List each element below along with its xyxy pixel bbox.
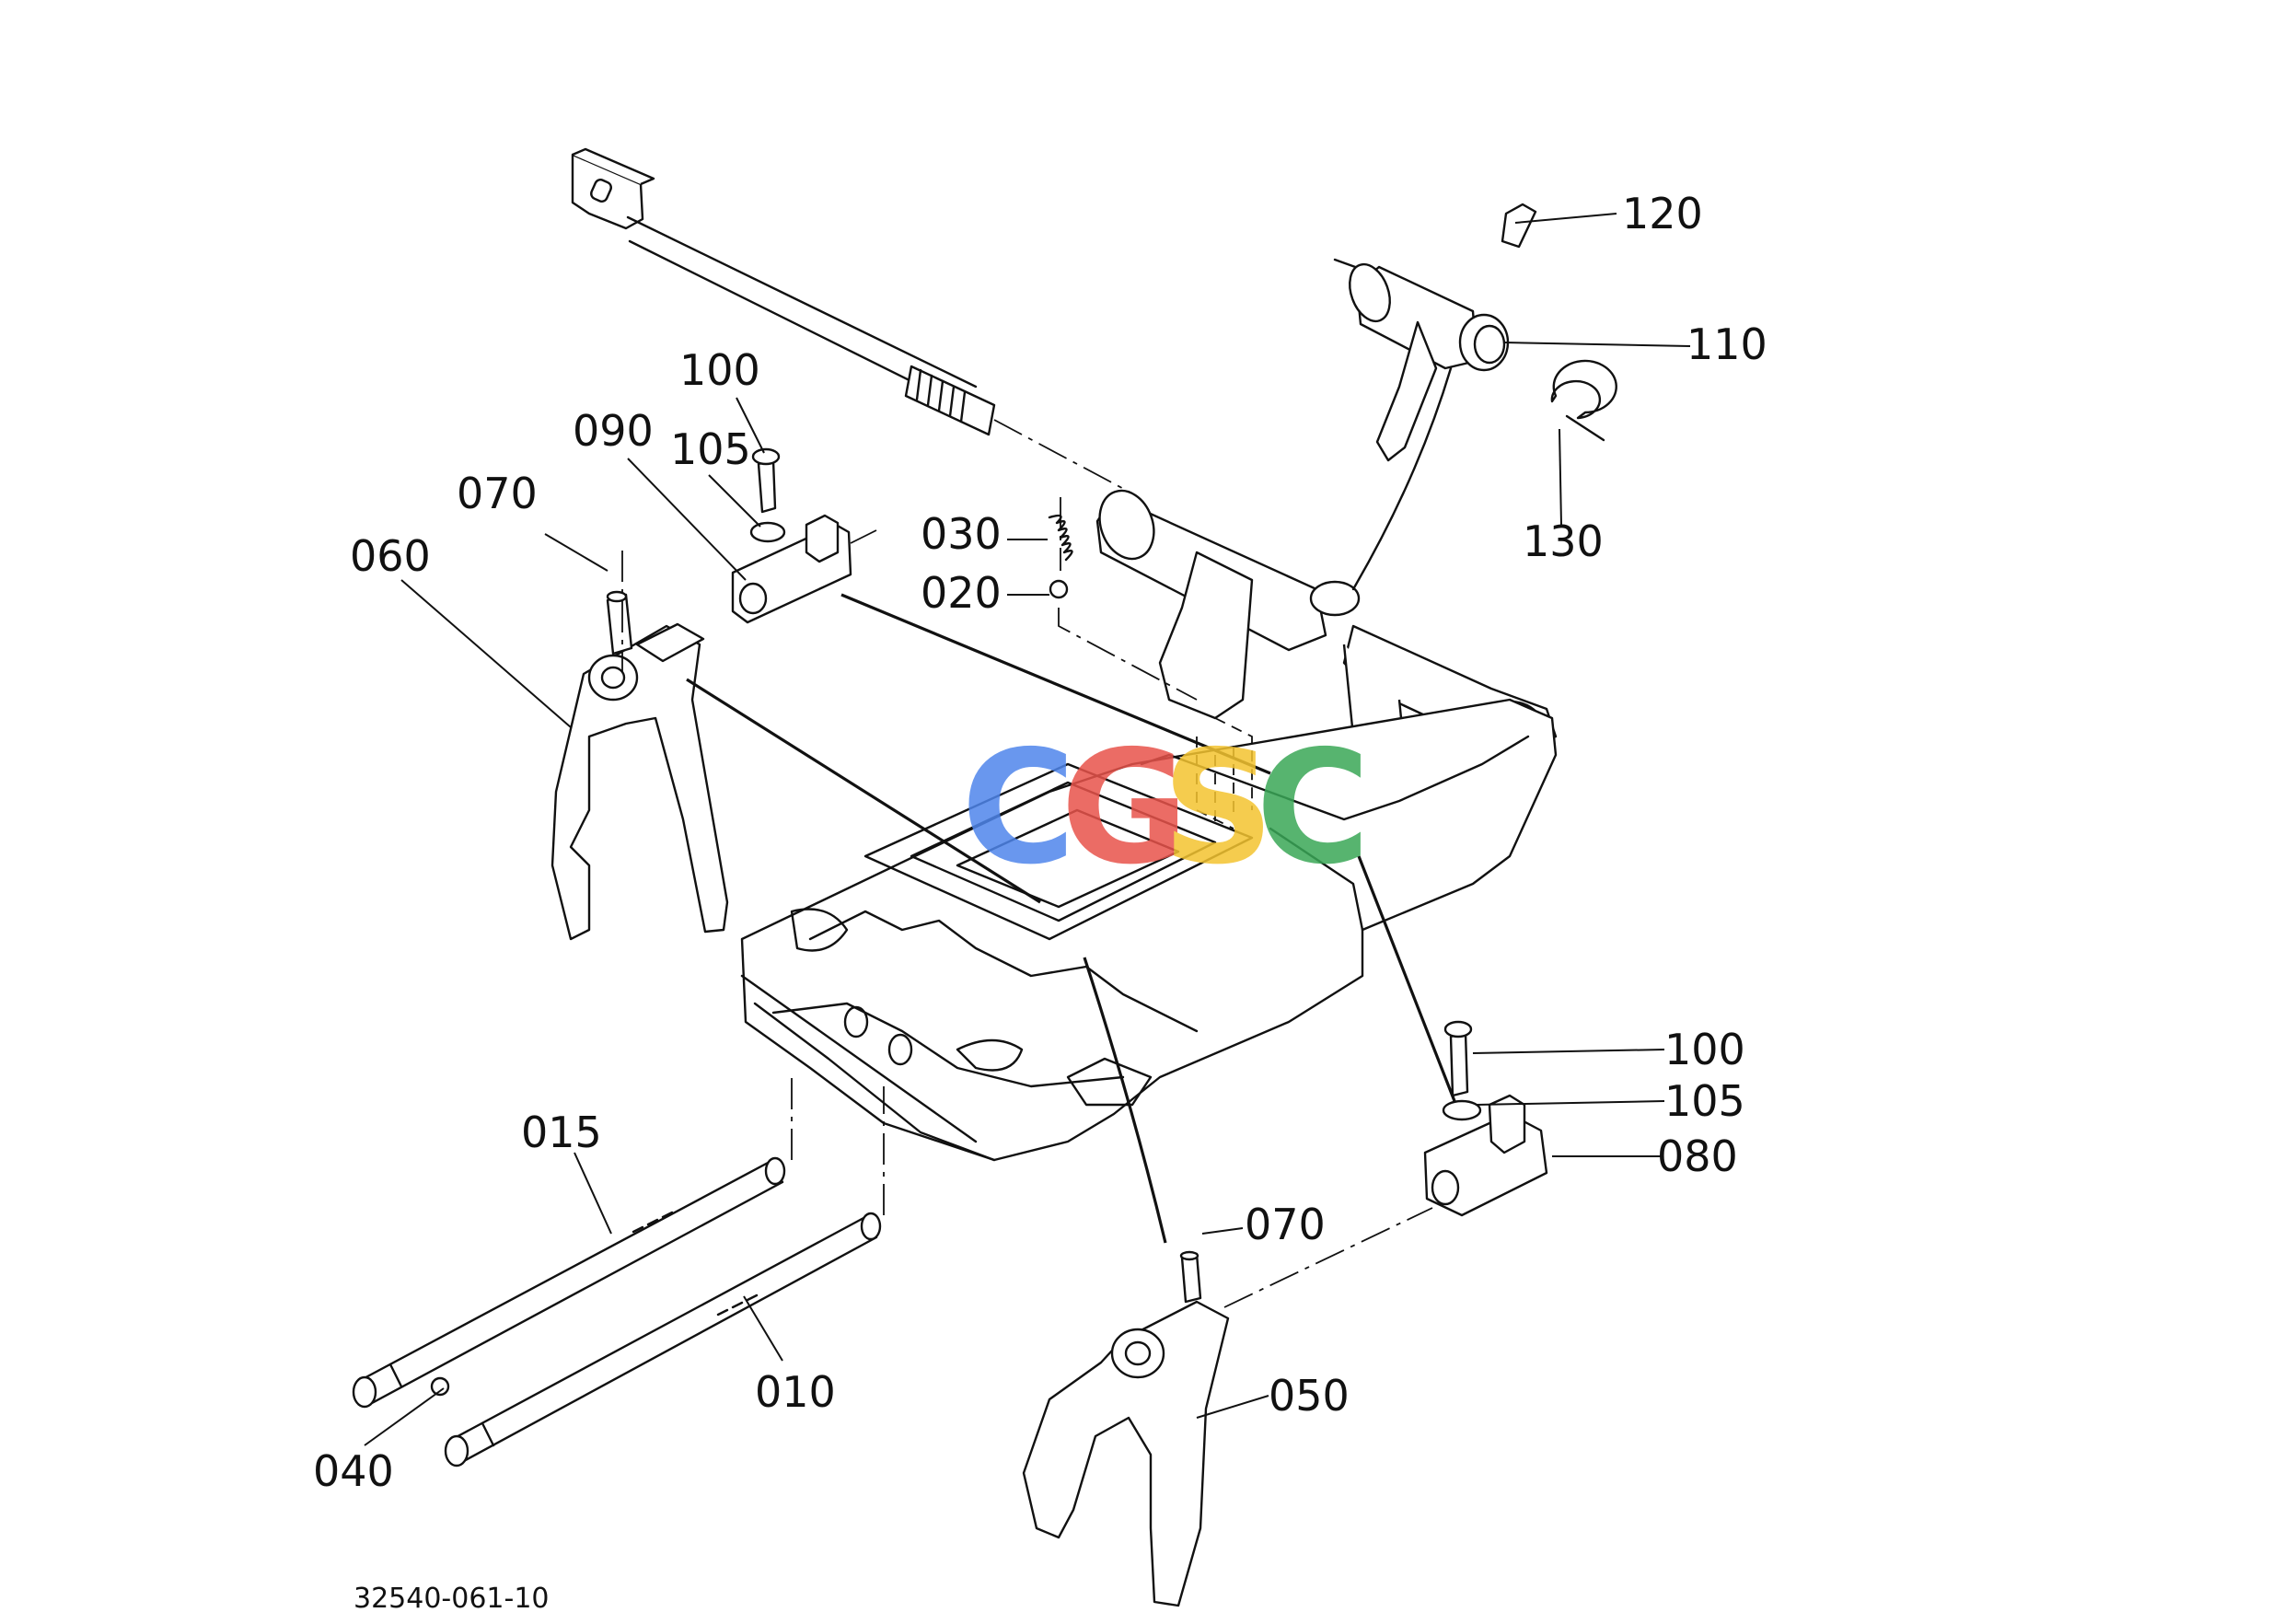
- callout-020: 020: [921, 568, 1002, 618]
- watermark: C G S C: [961, 717, 1371, 899]
- shift-fork-060: [550, 551, 729, 941]
- callout-040: 040: [313, 1446, 394, 1496]
- callout-105-upper: 105: [670, 424, 751, 474]
- watermark-letter-1: C: [961, 717, 1076, 899]
- callout-100-lower: 100: [1664, 1025, 1745, 1074]
- callout-100-upper: 100: [679, 345, 760, 395]
- callout-070-upper: 070: [457, 469, 538, 518]
- shift-fork-050: [1022, 1207, 1433, 1607]
- callout-105-lower: 105: [1664, 1076, 1745, 1126]
- watermark-letter-3: S: [1162, 717, 1274, 899]
- callout-015: 015: [521, 1108, 602, 1157]
- drawing-code: 32540-061-10: [353, 1583, 550, 1615]
- callout-120: 120: [1622, 189, 1703, 238]
- callout-050: 050: [1269, 1371, 1350, 1421]
- shift-rod: [571, 147, 1133, 494]
- callout-labels: 120 110 130 100 105 090 070 060 030 020 …: [313, 189, 1767, 1615]
- callout-030: 030: [921, 509, 1002, 559]
- callout-080: 080: [1657, 1131, 1738, 1181]
- callout-070-lower: 070: [1245, 1200, 1326, 1249]
- callout-110: 110: [1686, 319, 1767, 369]
- detent-spring-ball: [1048, 497, 1198, 701]
- callout-130: 130: [1523, 516, 1604, 566]
- shift-block-090: [731, 447, 877, 624]
- shift-housing: [740, 489, 1558, 1162]
- callout-010: 010: [755, 1367, 836, 1417]
- callout-090: 090: [573, 406, 654, 456]
- watermark-letter-2: G: [1060, 717, 1189, 899]
- shift-block-080: [1423, 1020, 1548, 1217]
- assembly-arrows: [686, 593, 1456, 1244]
- fork-shafts: [352, 1077, 885, 1467]
- callout-060: 060: [350, 531, 431, 581]
- shift-lever-assembly: [1333, 203, 1617, 591]
- watermark-letter-4: C: [1256, 717, 1371, 899]
- leader-lines: [364, 213, 1691, 1446]
